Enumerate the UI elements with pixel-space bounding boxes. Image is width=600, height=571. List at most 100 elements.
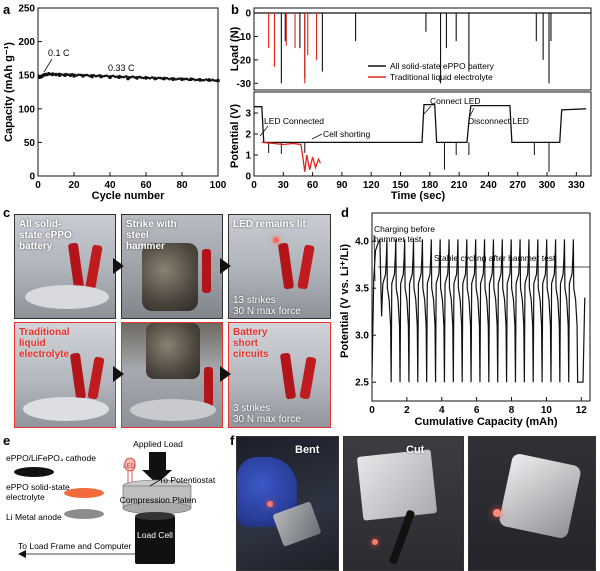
photo-f-bent: Bent [236, 436, 339, 571]
chart-a-point [161, 77, 165, 81]
chart-a-point [111, 74, 115, 78]
note-30n-top: 30 N max force [233, 306, 301, 317]
label-applied-load: Applied Load [133, 439, 183, 449]
chart-a-point [202, 78, 206, 82]
chart-b-bottom-y-label: Potential (V) [229, 104, 241, 169]
chart-a-point [127, 75, 130, 79]
chart-a-point [114, 75, 117, 79]
chart-a-x-tick-label: 100 [210, 180, 227, 191]
chart-a-point [38, 75, 42, 78]
chart-a-point [196, 78, 199, 82]
label-electrolyte-l1: ePPO solid-state [6, 482, 70, 492]
annotation-charging: Charging before hammer test [374, 224, 437, 244]
note-3-strikes: 3 strikes [233, 403, 271, 414]
chart-b-x-tick-label: 150 [392, 180, 409, 191]
chart-a-y-tick-label: 0 [29, 172, 35, 183]
chart-b-x-tick-label: 300 [539, 180, 556, 191]
chart-a-point [148, 76, 152, 80]
chart-b-x-tick-label: 30 [278, 180, 290, 191]
led-glow-f3 [493, 509, 501, 517]
chart-a-point [101, 75, 104, 78]
chart-a-point [90, 74, 93, 77]
chart-a-x-tick-label: 0 [35, 180, 41, 191]
arrow-cell-shorting [311, 133, 323, 140]
chart-a-frame [37, 7, 219, 177]
chart-a-point [163, 76, 167, 80]
annotation-charging-arrow [373, 234, 376, 282]
chart-a-point [146, 76, 150, 80]
chart-b-x-tick-label: 330 [568, 180, 585, 191]
chart-a-point [94, 74, 98, 78]
chart-a-x-tick-label: 60 [140, 180, 152, 191]
annotation-cell-shorting: Cell shorting [323, 129, 371, 139]
arrow-right-icon [113, 366, 124, 382]
chart-b-x-label: Time (sec) [391, 190, 446, 202]
chart-a-point [73, 73, 76, 77]
chart-b-top-y-tick-label: -10 [237, 32, 252, 43]
chart-a-y-tick-label: 50 [24, 138, 36, 149]
chart-a-point [55, 73, 59, 76]
label-electrolyte: ePPO solid-state electrolyte [6, 482, 72, 502]
chart-a-annotation-033c: 0.33 C [108, 63, 135, 73]
arrow-connect-led [423, 105, 432, 115]
chart-b-x-tick-label: 60 [307, 180, 319, 191]
chart-a-point [118, 74, 122, 78]
chart-a-point [135, 76, 139, 79]
legend-entry-liquid: Traditional liquid electrolyte [390, 72, 493, 82]
caption-liquid-electrolyte: Traditional liquid electrolyte [19, 327, 70, 360]
chart-a-annotation-arrow [43, 58, 53, 73]
panel-label-c: c [3, 205, 11, 220]
annotation-connect-led: Connect LED [430, 96, 481, 106]
panel-c: All solid-state ePPO battery Strike with… [14, 214, 331, 428]
chart-b-bottom-y-tick-label: 0 [245, 172, 251, 183]
panel-label-f: f [230, 433, 235, 448]
label-potentiostat: To Potentiostat [159, 475, 216, 485]
annotation-disconnect-led: Disconnect LED [468, 116, 529, 126]
cathode-disc [14, 467, 54, 477]
chart-a-point [165, 76, 169, 80]
chart-d-x-tick-label: 8 [509, 405, 515, 416]
chart-a-point [206, 79, 210, 82]
panel-label-a: a [3, 2, 11, 17]
clip-red-2 [85, 244, 103, 290]
chart-a-point [64, 72, 68, 76]
chart-b-x-tick-label: 0 [251, 180, 257, 191]
chart-a-point [144, 75, 147, 79]
label-platen: Compression Platen [120, 495, 197, 505]
chart-a-point [157, 76, 160, 80]
chart-d-y-tick-label: 3.0 [355, 331, 369, 342]
label-led: LED [123, 464, 135, 470]
chart-d-x-tick-label: 2 [404, 405, 410, 416]
clip-red-4 [277, 242, 295, 290]
chart-a-point [107, 75, 111, 78]
chart-a-point [44, 73, 48, 76]
chart-d-y-tick-label: 4.0 [355, 237, 369, 248]
chart-a-point [62, 73, 65, 77]
chart-b-potential-black [254, 103, 587, 144]
chart-d-x-tick-label: 0 [369, 405, 375, 416]
note-30n-bottom: 30 N max force [233, 414, 301, 425]
chart-a-point [211, 78, 214, 82]
load-cell-top [135, 512, 175, 520]
chart-a-point [168, 77, 171, 81]
chart-d-y-tick-label: 3.5 [355, 284, 369, 295]
chart-a-point [124, 75, 128, 78]
chart-a-point [155, 77, 158, 80]
chart-a-point [172, 77, 176, 80]
clip-red-10 [299, 356, 317, 400]
arrow-disconnect-led [469, 107, 475, 117]
chart-a-point [53, 72, 57, 76]
arrow-led-connected [259, 125, 269, 137]
crumpled-pouch [498, 452, 582, 540]
chart-b-x-tick-label: 180 [421, 180, 438, 191]
anode-disc [64, 509, 104, 519]
arrow-left-icon [18, 550, 26, 558]
label-load-cell: Load Cell [137, 530, 173, 540]
chart-a-point [194, 78, 197, 82]
led-icon [124, 457, 136, 472]
chart-a-point [66, 73, 70, 76]
photo-c-top-2: Strike with steel hammer [121, 214, 223, 319]
chart-a-point [47, 72, 50, 76]
